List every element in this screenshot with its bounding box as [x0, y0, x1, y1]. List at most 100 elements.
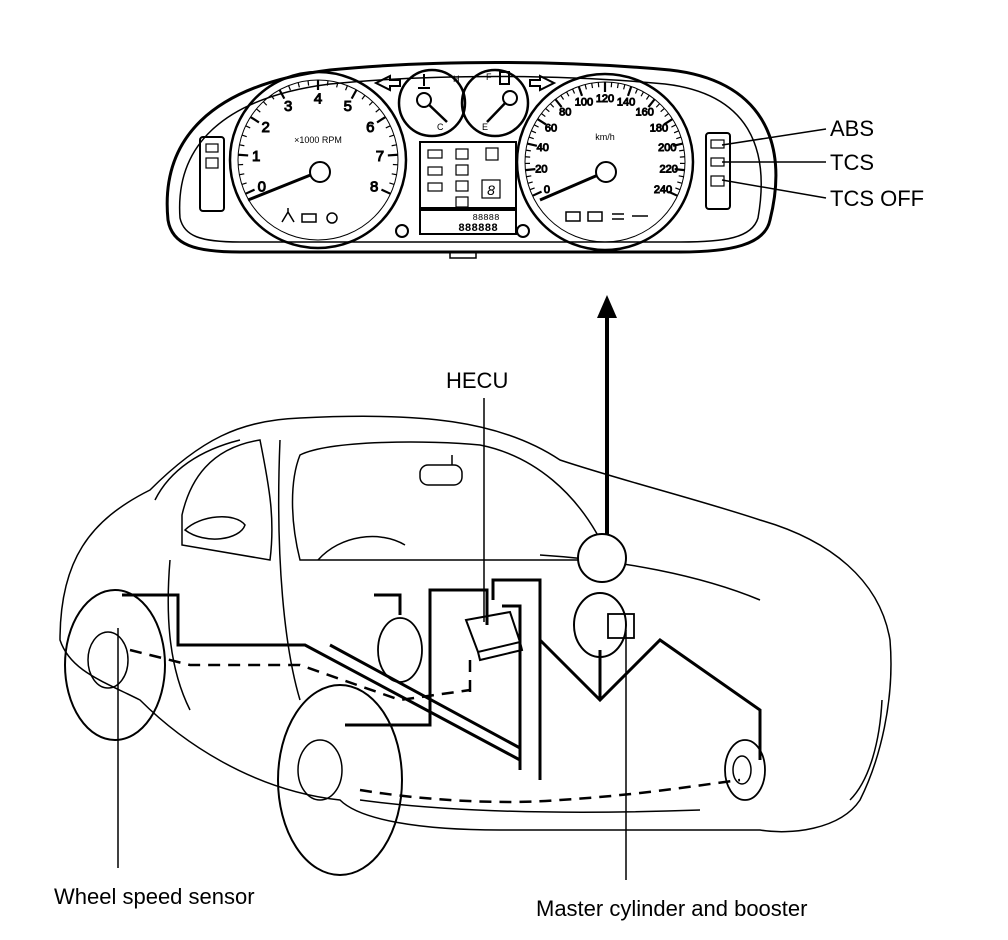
left-panel-lamp-bottom: [205, 157, 219, 169]
tachometer-tick: [345, 85, 348, 91]
speedometer-tick: [677, 181, 683, 184]
tachometer-number: 1: [252, 148, 260, 165]
tachometer-tick: [262, 101, 268, 106]
odometer-display: [419, 209, 517, 235]
speedometer-tick: [549, 103, 555, 108]
speedometer-tick: [623, 84, 626, 90]
speedometer-number: 0: [544, 184, 550, 196]
front-right-hub: [732, 755, 752, 785]
tachometer-tick: [326, 80, 329, 86]
speedometer-tick: [554, 98, 563, 108]
tachometer-tick: [297, 82, 300, 88]
speedometer-number: 220: [659, 163, 677, 175]
door-warning-icon: [565, 211, 581, 222]
tachometer-tick: [389, 182, 395, 186]
speedometer-number: 60: [545, 122, 557, 134]
tachometer-ticks: [238, 80, 398, 195]
tachometer-tick: [380, 188, 391, 195]
temperature-icon: [418, 74, 430, 89]
speedometer-tick: [671, 124, 677, 128]
speedometer-number: 120: [596, 93, 614, 105]
tcs-label: TCS: [830, 150, 874, 175]
speedometer-tick: [674, 168, 685, 172]
tachometer-tick: [288, 85, 291, 91]
speedometer-tick: [528, 136, 534, 140]
front-bumper: [849, 699, 883, 801]
tachometer-tick: [385, 125, 391, 129]
center-indicator-panel: [419, 141, 517, 209]
tachometer-tick: [241, 182, 247, 186]
tachometer-tick: [256, 108, 261, 113]
arrow-head: [597, 295, 617, 318]
dimmer-knob: [516, 224, 530, 238]
tachometer-tick: [391, 173, 397, 176]
tachometer-tick: [238, 153, 249, 157]
brake-line-hecu-1: [491, 578, 542, 780]
speedometer-tick: [655, 103, 661, 108]
trunk-warning-icon: [587, 211, 603, 222]
battery-icon: [301, 213, 317, 223]
tachometer-tick: [239, 144, 245, 147]
speedometer-warning-icons: [565, 211, 648, 222]
front-left-wheel: [277, 684, 403, 876]
speedometer-number: 140: [617, 96, 635, 108]
speedometer-tick: [679, 149, 685, 152]
brake-lines: [122, 578, 762, 780]
tachometer-tick: [336, 82, 339, 88]
speedometer-tick: [667, 190, 678, 197]
tachometer-tick: [387, 153, 398, 157]
steering-wheel: [317, 535, 406, 561]
tachometer-tick: [270, 94, 275, 100]
car-body: [59, 415, 892, 833]
rearview-mirror: [419, 464, 463, 486]
speedometer-tick: [525, 168, 536, 172]
rear-left-hub: [87, 631, 129, 689]
tachometer-number: 5: [344, 98, 352, 115]
abs-leader-line: [721, 128, 827, 146]
fuel-empty-label: E: [482, 122, 488, 132]
tcs-off-warning-lamp: [710, 175, 725, 187]
rear-window-pillar: [154, 439, 241, 501]
speedometer-tick: [678, 175, 684, 178]
speedometer-tick: [676, 136, 682, 140]
sensor-wire-rear-left: [129, 648, 471, 702]
speedometer-tick: [545, 107, 550, 113]
door-line-front: [277, 439, 301, 701]
speedometer-number: 240: [654, 184, 672, 196]
tcs-off-label: TCS OFF: [830, 186, 925, 211]
speedometer-number: 160: [636, 107, 654, 119]
brake-line-hecu-2: [502, 604, 522, 770]
right-warning-panel: [705, 132, 731, 210]
dashboard-to-cluster-arrow: [597, 295, 617, 555]
speedometer-tick: [640, 91, 645, 97]
engine-warning-icon: [326, 212, 338, 224]
component-leaders: [117, 398, 627, 880]
hood-line: [539, 554, 761, 601]
rocker-panel: [359, 799, 701, 814]
speedometer-number: 40: [537, 142, 549, 154]
tachometer-tick: [245, 125, 251, 129]
speedometer-unit-label: km/h: [595, 132, 615, 142]
tachometer-number: 0: [258, 178, 266, 195]
trip-reset-knob: [395, 224, 409, 238]
tachometer-tick: [241, 134, 247, 138]
speedometer-tick: [565, 91, 570, 97]
temperature-cold-label: C: [437, 122, 444, 132]
trip-meter-readout: 88888: [472, 213, 499, 223]
side-mirror: [183, 516, 246, 540]
speedometer-tick: [626, 86, 633, 97]
speedometer-tick: [673, 130, 679, 134]
tachometer-tick: [278, 89, 286, 100]
rear-left-wheel: [64, 589, 166, 741]
speedometer-tick: [533, 124, 539, 128]
hecu-unit: [464, 610, 524, 662]
wheel-speed-sensor-label: Wheel speed sensor: [54, 884, 255, 909]
speedometer-tick: [526, 142, 538, 147]
tachometer-warning-icons: [281, 208, 338, 224]
rear-right-brake-disc: [377, 617, 423, 683]
door-line-rear: [167, 559, 191, 711]
speedometer-tick: [616, 83, 619, 89]
